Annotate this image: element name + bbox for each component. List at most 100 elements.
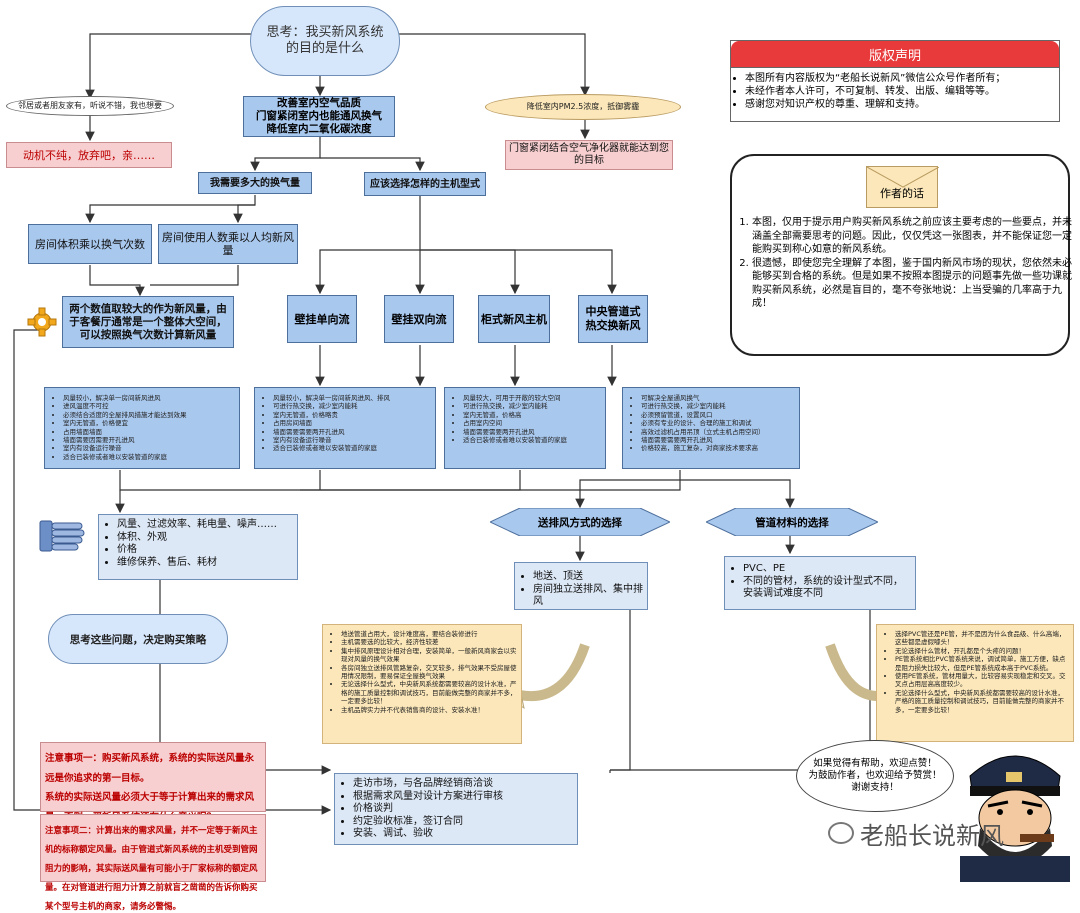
decision-pipe-material-text: 管道材料的选择 bbox=[755, 516, 829, 529]
detail-item: 风量较小，解决单一房间新风进风 bbox=[63, 394, 235, 402]
question-airflow: 我需要多大的换气量 bbox=[198, 172, 312, 194]
detail-central-duct: 可解决全屋通风换气 可进行热交换，减少室内能耗 必须预留管道，设置风口 必须有专… bbox=[622, 387, 800, 469]
notice-one: 注意事项一：购买新风系统，系统的实际送风量永远是你追求的第一目标。 系统的实际送… bbox=[40, 742, 266, 823]
factor-item: 价格 bbox=[117, 544, 293, 557]
envelope-icon: 作者的话 bbox=[866, 166, 939, 208]
notice-two-text: 注意事项二：计算出来的需求风量，并不一定等于新风主机的标称额定风量。由于管道式新… bbox=[45, 826, 258, 912]
supply-note: 主机需要选的比较大，经济性较差 bbox=[341, 638, 517, 646]
detail-wall-one-way: 风量较小，解决单一房间新风进风 进风温度不可控 必须结合适度的全屋排风措施才能达… bbox=[44, 387, 240, 469]
factor-item: 风量、过滤效率、耗电量、噪声…… bbox=[117, 519, 293, 532]
detail-item: 室内无管道，价格高 bbox=[463, 411, 601, 419]
copyright-title-text: 版权声明 bbox=[868, 48, 921, 64]
pipe-options-ul: PVC、PE 不同的管材，系统的设计型式不同，安装调试难度不同 bbox=[729, 563, 911, 601]
captain-speech-bubble: 如果觉得有帮助，欢迎点赞！ 为鼓励作者，也欢迎给予赞赏！ 谢谢支持！ bbox=[796, 740, 954, 812]
pipe-note: 使用PE管系统，管材用量大，比较容易实现稳定和交叉。交叉点占用层高高度较少。 bbox=[895, 672, 1069, 689]
detail-item: 可进行热交换，减少室内能耗 bbox=[273, 402, 431, 410]
think-cloud: 思考：我买新风系统的目的是什么 bbox=[250, 6, 400, 76]
factor-item: 维修保养、售后、耗材 bbox=[117, 557, 293, 570]
pipe-note: 选择PVC管还是PE管，并不是因为什么食品级、什么高端，这些都是虚假噱头！ bbox=[895, 630, 1069, 647]
author-title: 作者的话 bbox=[880, 187, 924, 200]
decide-cloud-text: 思考这些问题，决定购买策略 bbox=[69, 633, 207, 646]
rule-max-value: 两个数值取较大的作为新风量，由于客餐厅通常是一个整体大空间，可以按照换气次数计算… bbox=[62, 296, 234, 348]
notice-two: 注意事项二：计算出来的需求风量，并不一定等于新风主机的标称额定风量。由于管道式新… bbox=[40, 814, 266, 912]
watermark-text: 老船长说新风 bbox=[860, 821, 1004, 850]
pipe-options: PVC、PE 不同的管材，系统的设计型式不同，安装调试难度不同 bbox=[724, 556, 916, 610]
pipe-note: 无论选择什么管材，开孔都是个头疼的问题！ bbox=[895, 647, 1069, 655]
supply-note: 主机品牌实力并不代表销售商的设计、安装水准！ bbox=[341, 706, 517, 714]
type-wall-two-way: 壁挂双向流 bbox=[384, 295, 454, 343]
detail-list: 风量较大，可用于开敞的较大空间 可进行热交换，减少室内能耗 室内无管道，价格高 … bbox=[449, 394, 601, 444]
type-central-duct: 中央管道式 热交换新风 bbox=[578, 295, 648, 343]
supply-note: 无论选择什么型式，中央新风系统都需要较高的设计水准，严格的施工质量控制和调试技巧… bbox=[341, 680, 517, 705]
center-goal-text: 改善室内空气品质 门窗紧闭室内也能通风换气 降低室内二氧化碳浓度 bbox=[256, 97, 382, 135]
supply-notes-ul: 地送管道占用大，设计难度高，要结合装修进行 主机需要选的比较大，经济性较差 集中… bbox=[327, 630, 517, 714]
detail-item: 必须预留管道，设置风口 bbox=[641, 411, 795, 419]
detail-item: 高效过滤机占用吊顶（立式主机占用空间） bbox=[641, 428, 795, 436]
detail-item: 室内无管道，价格略贵 bbox=[273, 411, 431, 419]
detail-item: 墙面需要需要两开孔进风 bbox=[463, 428, 601, 436]
pipe-option: 不同的管材，系统的设计型式不同，安装调试难度不同 bbox=[743, 576, 911, 601]
factors-list: 风量、过滤效率、耗电量、噪声…… 体积、外观 价格 维修保养、售后、耗材 bbox=[98, 514, 298, 580]
supply-options-ul: 地送、顶送 房间独立送排风、集中排风 bbox=[519, 571, 643, 609]
type-central-duct-text: 中央管道式 热交换新风 bbox=[585, 305, 641, 332]
supply-notes: 地送管道占用大，设计难度高，要结合装修进行 主机需要选的比较大，经济性较差 集中… bbox=[322, 624, 522, 744]
right-result-text: 门窗紧闭结合空气净化器就能达到您的目标 bbox=[509, 143, 669, 166]
right-bubble-text: 降低室内PM2.5浓度，抵御雾霾 bbox=[526, 102, 640, 111]
pipe-option: PVC、PE bbox=[743, 563, 911, 576]
copyright-line: 本图所有内容版权为“老船长说新风”微信公众号作者所有； bbox=[745, 72, 1055, 85]
calc-people: 房间使用人数乘以人均新风量 bbox=[158, 224, 298, 264]
decide-cloud: 思考这些问题，决定购买策略 bbox=[48, 614, 228, 664]
detail-item: 占用房间墙面 bbox=[273, 419, 431, 427]
detail-item: 室内有设备运行噪音 bbox=[63, 444, 235, 452]
supply-option: 房间独立送排风、集中排风 bbox=[533, 584, 643, 609]
rule-max-value-text: 两个数值取较大的作为新风量，由于客餐厅通常是一个整体大空间，可以按照换气次数计算… bbox=[69, 302, 227, 341]
detail-item: 墙面需要需要两开孔进风 bbox=[273, 428, 431, 436]
calc-room-volume-text: 房间体积乘以换气次数 bbox=[35, 237, 145, 251]
author-line: 本图，仅用于提示用户购买新风系统之前应该主要考虑的一些要点，并未涵盖全部需要思考… bbox=[752, 216, 1074, 257]
step-item: 价格谈判 bbox=[353, 803, 573, 816]
pipe-note: 无论选择什么型式，中央新风系统都需要较高的设计水准，严格的施工质量控制和调试技巧… bbox=[895, 689, 1069, 714]
decision-supply-exhaust: 送排风方式的选择 bbox=[490, 508, 670, 536]
left-result: 动机不纯，放弃吧，亲…… bbox=[6, 142, 172, 168]
left-bubble: 邻居或者朋友家有，听说不错，我也想要 bbox=[6, 96, 174, 116]
copyright-title: 版权声明 bbox=[731, 41, 1059, 68]
copyright-list: 本图所有内容版权为“老船长说新风”微信公众号作者所有； 未经作者本人许可，不可复… bbox=[731, 68, 1059, 111]
question-airflow-text: 我需要多大的换气量 bbox=[210, 177, 300, 189]
step-item: 安装、调试、验收 bbox=[353, 828, 573, 841]
detail-item: 价格较高，施工复杂，对商家技术要求高 bbox=[641, 444, 795, 452]
detail-list: 风量较小，解决单一房间新风进风 进风温度不可控 必须结合适度的全屋排风措施才能达… bbox=[49, 394, 235, 461]
type-cabinet-text: 柜式新风主机 bbox=[481, 313, 547, 326]
think-cloud-text: 思考：我买新风系统的目的是什么 bbox=[266, 25, 384, 56]
author-box: 作者的话 本图，仅用于提示用户购买新风系统之前应该主要考虑的一些要点，并未涵盖全… bbox=[730, 154, 1072, 356]
detail-item: 占用墙面墙面 bbox=[63, 428, 235, 436]
step-item: 根据需求风量对设计方案进行审核 bbox=[353, 791, 573, 804]
detail-item: 墙面需要因需要开孔进风 bbox=[63, 436, 235, 444]
calc-room-volume: 房间体积乘以换气次数 bbox=[28, 224, 152, 264]
right-bubble: 降低室内PM2.5浓度，抵御雾霾 bbox=[485, 94, 681, 120]
detail-item: 墙面需要需要两开孔进风 bbox=[641, 436, 795, 444]
author-list: 本图，仅用于提示用户购买新风系统之前应该主要考虑的一些要点，并未涵盖全部需要思考… bbox=[734, 216, 1074, 311]
detail-item: 必须结合适度的全屋排风措施才能达到效果 bbox=[63, 411, 235, 419]
detail-item: 风量较大，可用于开敞的较大空间 bbox=[463, 394, 601, 402]
step-item: 走访市场，与各品牌经销商洽谈 bbox=[353, 778, 573, 791]
detail-item: 可进行热交换，减少室内能耗 bbox=[641, 402, 795, 410]
author-line: 很遗憾，即使您完全理解了本图，鉴于国内新风市场的现状，您依然未必能够买到合格的系… bbox=[752, 257, 1074, 311]
factors-ul: 风量、过滤效率、耗电量、噪声…… 体积、外观 价格 维修保养、售后、耗材 bbox=[103, 519, 293, 569]
purchase-steps: 走访市场，与各品牌经销商洽谈 根据需求风量对设计方案进行审核 价格谈判 约定验收… bbox=[334, 773, 578, 845]
detail-item: 室内有设备运行噪音 bbox=[273, 436, 431, 444]
type-wall-two-way-text: 壁挂双向流 bbox=[391, 313, 447, 326]
detail-item: 室内无管道，价格便宜 bbox=[63, 419, 235, 427]
pipe-notes-ul: 选择PVC管还是PE管，并不是因为什么食品级、什么高端，这些都是虚假噱头！ 无论… bbox=[881, 630, 1069, 714]
thumbs-up-icon bbox=[38, 515, 86, 555]
copyright-line: 感谢您对知识产权的尊重、理解和支持。 bbox=[745, 98, 1055, 111]
detail-item: 进风温度不可控 bbox=[63, 402, 235, 410]
wechat-icon bbox=[828, 822, 854, 844]
copyright-line: 未经作者本人许可，不可复制、转发、出版、编辑等等。 bbox=[745, 85, 1055, 98]
detail-item: 适合已装修或者难以安装管道的家庭 bbox=[63, 453, 235, 461]
captain-speech-text: 如果觉得有帮助，欢迎点赞！ 为鼓励作者，也欢迎给予赞赏！ 谢谢支持！ bbox=[808, 758, 942, 793]
decision-supply-exhaust-text: 送排风方式的选择 bbox=[538, 516, 622, 529]
supply-note: 集中排风原理设计相对合理，安装简单，一般新风商家会以实现对风量的换气效果 bbox=[341, 647, 517, 664]
detail-item: 风量较小，解决单一房间新风进风、排风 bbox=[273, 394, 431, 402]
detail-item: 可解决全屋通风换气 bbox=[641, 394, 795, 402]
left-bubble-text: 邻居或者朋友家有，听说不错，我也想要 bbox=[18, 101, 162, 110]
